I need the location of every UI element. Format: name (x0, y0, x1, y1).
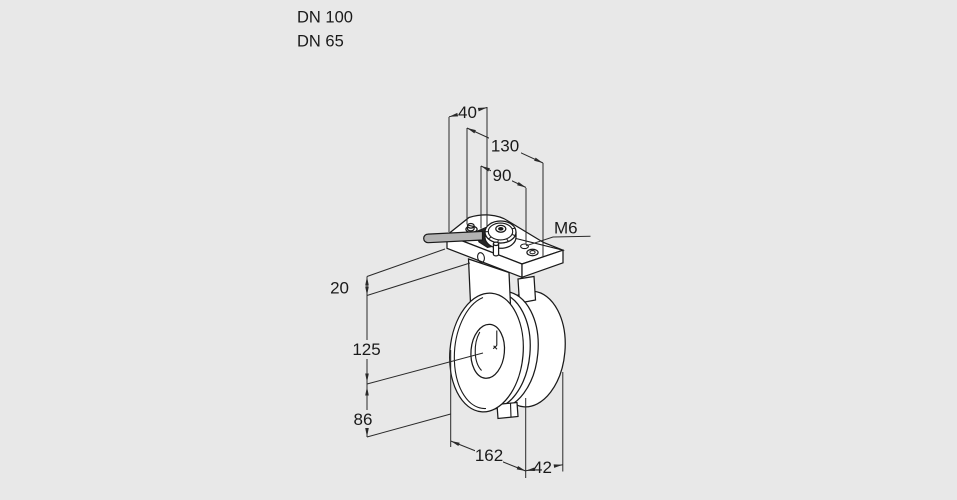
back-neck (517, 275, 537, 304)
bottom-shaft-cap (496, 401, 519, 420)
bottom-shaft-cap-edge (509, 403, 512, 418)
disc-edge-in-bore (492, 330, 498, 350)
labels: DN 100 DN 65 40 130 90 M6 20 125 86 162 … (297, 9, 578, 478)
shaft-boss (484, 220, 517, 257)
plate-right-face (521, 249, 564, 279)
dn-label-2: DN 65 (297, 33, 344, 51)
bore-far-edge (474, 331, 483, 371)
dim-86-label: 86 (354, 410, 373, 429)
index-pin (492, 241, 500, 257)
dim-90-label: 90 (493, 166, 512, 185)
front-rim-edge (453, 296, 487, 410)
dimension-lines (352, 104, 591, 478)
shaft-hub-center (498, 227, 504, 231)
plate-back-edge (515, 237, 564, 251)
m6-threaded-hole (520, 243, 529, 250)
dim-42-label: 42 (533, 458, 552, 477)
dim-130-label: 130 (491, 137, 519, 156)
dim-162-label: 162 (475, 446, 503, 465)
thread-m6-label: M6 (554, 219, 578, 238)
left-screw (465, 222, 478, 234)
dim-125-label: 125 (352, 340, 380, 359)
right-screw (526, 248, 539, 257)
dn-label-1: DN 100 (297, 9, 353, 27)
front-face-oval-hole (477, 252, 485, 263)
boss-scale-ticks (485, 227, 516, 243)
dim-40-label: 40 (458, 103, 477, 122)
bore (470, 323, 506, 379)
dim-20-label: 20 (330, 279, 349, 298)
valve-body (449, 258, 566, 420)
boss-ring (487, 222, 514, 241)
handle-lever (423, 230, 484, 244)
